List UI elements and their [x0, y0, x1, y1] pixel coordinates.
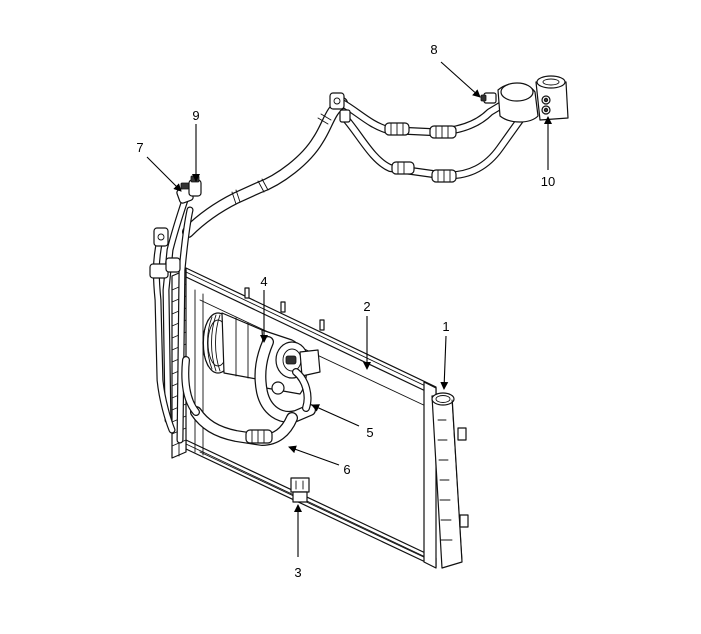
condenser-top-studs — [244, 287, 325, 331]
callout-8-label: 8 — [430, 42, 437, 57]
callout-4-label: 4 — [260, 274, 267, 289]
condenser-mount-bracket — [290, 477, 310, 503]
leader-1 — [440, 335, 449, 390]
leader-8 — [440, 61, 481, 98]
callout-5-label: 5 — [366, 425, 373, 440]
discharge-hose-crimp — [245, 429, 273, 444]
callout-labels: 1 2 3 4 5 6 7 8 9 10 — [136, 42, 555, 580]
callout-9-label: 9 — [192, 108, 199, 123]
refrigerant-lines — [149, 92, 524, 446]
firewall-line-clamp — [329, 92, 351, 123]
leader-6 — [288, 445, 340, 466]
compressor-pulley-grooves — [203, 314, 221, 372]
callout-7-label: 7 — [136, 140, 143, 155]
high-pressure-service-port — [188, 175, 202, 197]
callout-10-label: 10 — [541, 174, 555, 189]
condenser-bottom-rail — [185, 439, 437, 568]
condenser-right-plate — [423, 381, 437, 569]
left-line-fittings — [149, 227, 181, 279]
expansion-valve-service-port — [480, 92, 497, 104]
callout-leaders — [146, 61, 552, 557]
receiver-drier — [431, 392, 469, 569]
expansion-valve-assembly — [480, 75, 569, 123]
leader-7 — [146, 156, 182, 192]
callout-3-label: 3 — [294, 565, 301, 580]
callout-1-label: 1 — [442, 319, 449, 334]
leader-5 — [311, 404, 360, 427]
callout-2-label: 2 — [363, 299, 370, 314]
pipe-sleeves — [384, 122, 457, 183]
callout-6-label: 6 — [343, 462, 350, 477]
